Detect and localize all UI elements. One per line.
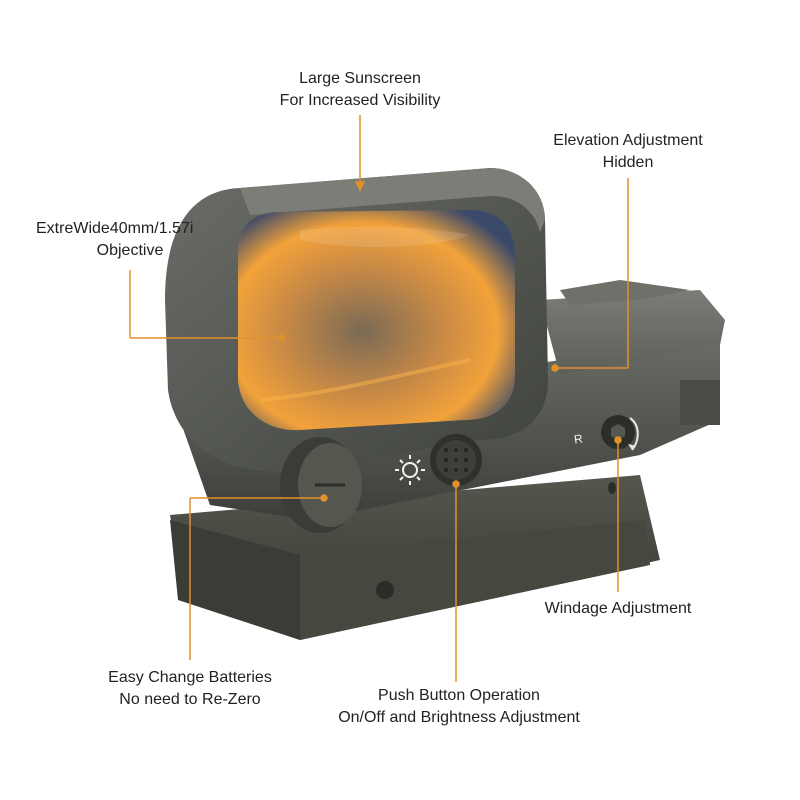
brightness-push-button <box>430 434 482 486</box>
callout-elevation-line1: Elevation Adjustment <box>553 132 703 149</box>
callout-elevation: Elevation Adjustment Hidden <box>536 130 720 174</box>
callout-leaders <box>129 115 629 682</box>
callout-objective: ExtreWide40mm/1.57i Objective <box>30 218 230 262</box>
callout-sunscreen: Large Sunscreen For Increased Visibility <box>270 68 450 112</box>
callout-sunscreen-line2: For Increased Visibility <box>279 92 441 109</box>
sun-icon <box>395 455 425 485</box>
callout-elevation-line2: Hidden <box>602 154 654 171</box>
callout-windage-line1: Windage Adjustment <box>544 600 692 617</box>
callout-objective-line1: ExtreWide40mm/1.57i <box>36 220 194 237</box>
battery-cap-knob <box>280 437 362 533</box>
callout-batteries-line2: No need to Re-Zero <box>119 691 261 708</box>
objective-lens <box>238 210 515 431</box>
callout-batteries-line1: Easy Change Batteries <box>108 669 272 686</box>
callout-sunscreen-line1: Large Sunscreen <box>299 70 421 87</box>
callout-objective-line2: Objective <box>96 242 164 259</box>
callout-button-line2: On/Off and Brightness Adjustment <box>338 709 580 726</box>
callout-batteries: Easy Change Batteries No need to Re-Zero <box>92 667 288 711</box>
callout-button-line1: Push Button Operation <box>378 687 540 704</box>
callout-button: Push Button Operation On/Off and Brightn… <box>318 685 600 729</box>
windage-hex-screw <box>601 415 639 451</box>
callout-windage: Windage Adjustment <box>530 598 706 620</box>
